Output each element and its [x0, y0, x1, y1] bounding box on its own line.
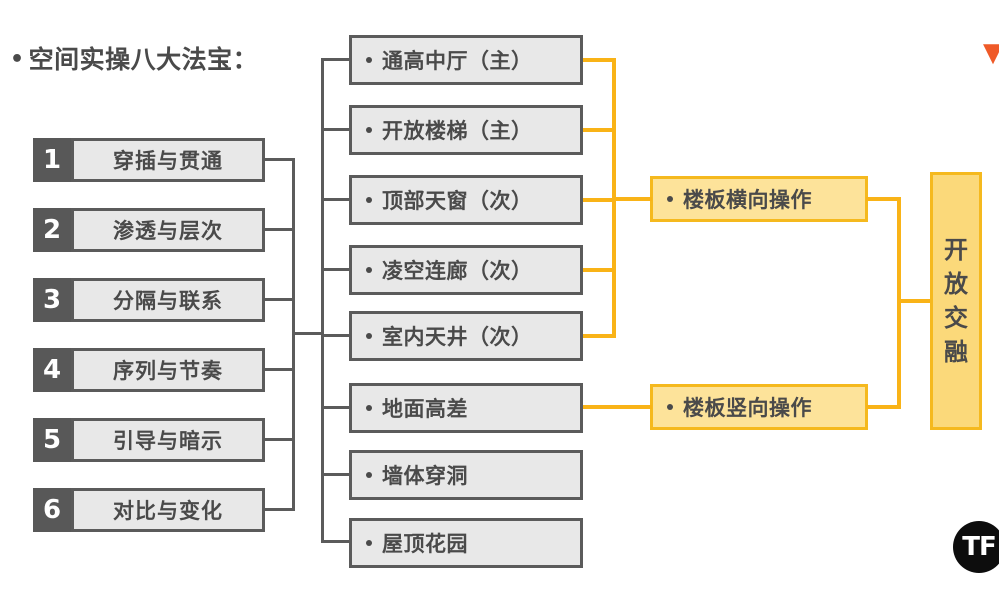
corner-mark-glyph: ▼ — [983, 40, 999, 66]
logo-text: TF — [962, 532, 996, 562]
connector-stub-yellow — [866, 405, 900, 409]
connector-trunk-yellow — [612, 197, 652, 201]
item-label: 对比与变化 — [71, 488, 265, 532]
connector-stub — [321, 198, 351, 201]
item-label: 楼板横向操作 — [683, 188, 812, 212]
list-item[interactable]: 墙体穿洞 — [349, 450, 583, 500]
list-item[interactable]: 开放楼梯（主） — [349, 105, 583, 155]
item-label: 室内天井（次） — [382, 325, 533, 349]
page-title: •空间实操八大法宝： — [10, 40, 258, 76]
corner-mark-icon: ▼ — [983, 40, 999, 66]
item-label: 楼板竖向操作 — [683, 396, 812, 420]
item-number-badge: 1 — [33, 138, 71, 182]
connector-stub — [265, 298, 295, 301]
bullet-icon — [366, 405, 372, 411]
connector-stub — [321, 540, 351, 543]
item-number-badge: 5 — [33, 418, 71, 462]
final-char: 融 — [944, 338, 968, 366]
bullet-icon — [366, 333, 372, 339]
list-item[interactable]: 屋顶花园 — [349, 518, 583, 568]
connector-trunk-yellow — [897, 299, 932, 303]
list-item[interactable]: 4 序列与节奏 — [33, 348, 265, 392]
list-item[interactable]: 顶部天窗（次） — [349, 175, 583, 225]
item-label: 穿插与贯通 — [71, 138, 265, 182]
final-char: 放 — [944, 270, 968, 298]
connector-stub — [321, 473, 351, 476]
final-char: 交 — [944, 304, 968, 332]
group-label-horizontal[interactable]: 楼板横向操作 — [650, 176, 868, 222]
item-number-badge: 6 — [33, 488, 71, 532]
bullet-icon — [667, 196, 673, 202]
connector-trunk — [292, 332, 324, 335]
item-label: 渗透与层次 — [71, 208, 265, 252]
final-char: 开 — [944, 236, 968, 264]
item-label: 墙体穿洞 — [382, 464, 468, 488]
connector-spine-yellow — [897, 197, 901, 409]
connector-stub — [265, 438, 295, 441]
list-item[interactable]: 5 引导与暗示 — [33, 418, 265, 462]
item-label: 凌空连廊（次） — [382, 259, 533, 283]
bullet-icon — [366, 127, 372, 133]
connector-stub — [321, 128, 351, 131]
list-item[interactable]: 1 穿插与贯通 — [33, 138, 265, 182]
connector-stub-yellow — [583, 198, 616, 202]
item-label: 屋顶花园 — [382, 532, 468, 556]
connector-stub-yellow — [583, 128, 616, 132]
final-outcome-box[interactable]: 开 放 交 融 — [930, 172, 982, 430]
title-bullet: • — [10, 47, 25, 72]
bullet-icon — [366, 267, 372, 273]
item-label: 通高中厅（主） — [382, 49, 533, 73]
item-label: 开放楼梯（主） — [382, 119, 533, 143]
list-item[interactable]: 凌空连廊（次） — [349, 245, 583, 295]
connector-stub — [321, 406, 351, 409]
connector-stub-yellow — [583, 268, 616, 272]
item-label: 分隔与联系 — [71, 278, 265, 322]
connector-stub — [265, 228, 295, 231]
connector-stub-yellow — [866, 197, 900, 201]
list-item[interactable]: 3 分隔与联系 — [33, 278, 265, 322]
list-item[interactable]: 通高中厅（主） — [349, 35, 583, 85]
item-label: 顶部天窗（次） — [382, 189, 533, 213]
item-label: 引导与暗示 — [71, 418, 265, 462]
connector-spine — [321, 58, 324, 543]
bullet-icon — [667, 404, 673, 410]
connector-stub — [321, 58, 351, 61]
list-item[interactable]: 2 渗透与层次 — [33, 208, 265, 252]
connector-stub — [321, 334, 351, 337]
connector-stub — [265, 508, 295, 511]
bullet-icon — [366, 57, 372, 63]
brand-logo-icon: TF — [953, 521, 999, 573]
bullet-icon — [366, 540, 372, 546]
connector-stub — [265, 368, 295, 371]
item-label: 序列与节奏 — [71, 348, 265, 392]
item-number-badge: 3 — [33, 278, 71, 322]
connector-stub-yellow — [583, 334, 616, 338]
connector-link-yellow — [583, 405, 652, 409]
list-item[interactable]: 室内天井（次） — [349, 311, 583, 361]
group-label-vertical-op[interactable]: 楼板竖向操作 — [650, 384, 868, 430]
connector-stub — [321, 268, 351, 271]
list-item[interactable]: 6 对比与变化 — [33, 488, 265, 532]
item-number-badge: 4 — [33, 348, 71, 392]
item-number-badge: 2 — [33, 208, 71, 252]
list-item[interactable]: 地面高差 — [349, 383, 583, 433]
item-label: 地面高差 — [382, 397, 468, 421]
connector-stub-yellow — [583, 58, 616, 62]
connector-stub — [265, 158, 295, 161]
bullet-icon — [366, 197, 372, 203]
bullet-icon — [366, 472, 372, 478]
title-text: 空间实操八大法宝： — [28, 45, 259, 74]
